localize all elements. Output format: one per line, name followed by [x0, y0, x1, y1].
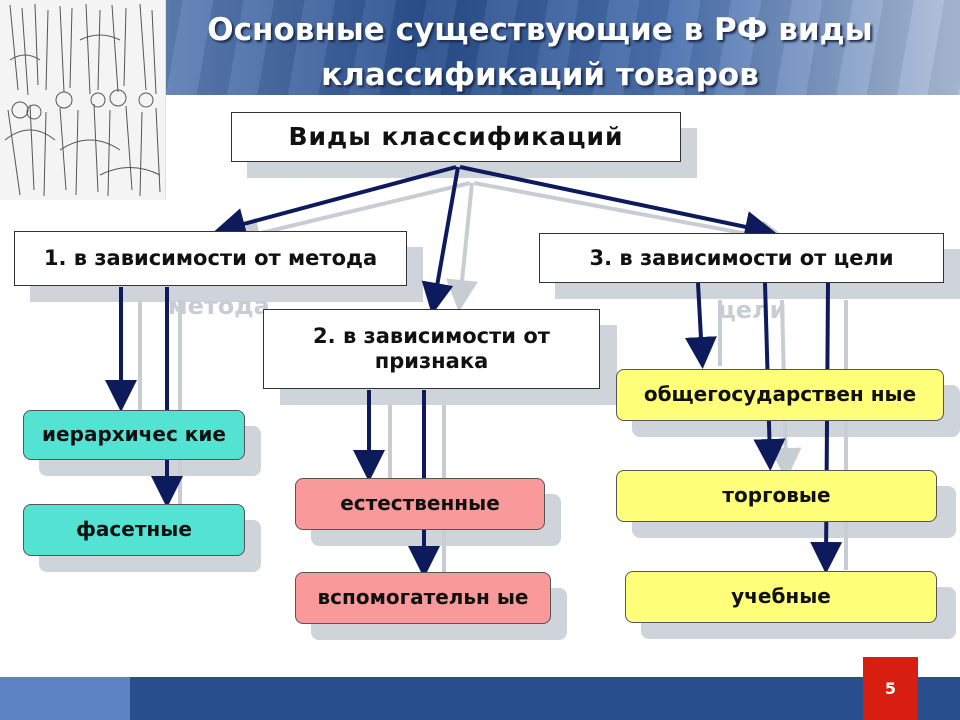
group-2-box: 2. в зависимости от признака [263, 309, 600, 389]
node-faceted: фасетные [23, 504, 245, 556]
node-auxiliary: вспомогательн ые [295, 572, 551, 624]
node-state: общегосударствен ные [616, 369, 944, 421]
group-3-box: 3. в зависимости от цели [539, 233, 944, 283]
node-hierarchical: иерархичес кие [23, 410, 245, 460]
group-1-box: 1. в зависимости от метода [14, 231, 407, 286]
group-3-ghost-text: цели [718, 296, 787, 324]
node-natural: естественные [295, 478, 545, 530]
surgical-instruments-image [0, 0, 166, 200]
group-1-ghost-text: метода [168, 292, 270, 320]
title-line-2: классификаций товаров [321, 57, 759, 93]
page-number: 5 [863, 657, 918, 720]
node-educational: учебные [625, 571, 937, 623]
node-trade: торговые [616, 470, 937, 522]
root-box: Виды классификаций [231, 112, 681, 162]
footer-accent [0, 677, 130, 720]
title-line-1: Основные существующие в РФ виды [207, 12, 873, 48]
footer-band [0, 677, 960, 720]
